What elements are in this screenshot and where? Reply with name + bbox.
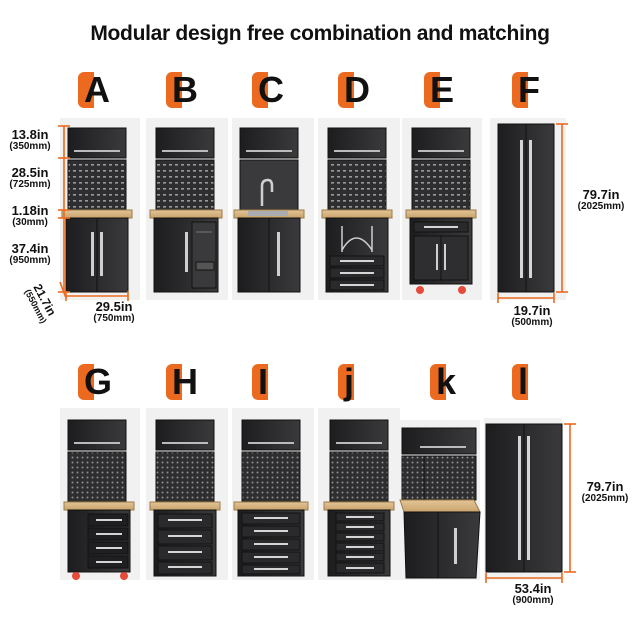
dim-value: 28.5in (11, 165, 49, 180)
option-label: H (172, 361, 198, 402)
cabinet-g (63, 419, 135, 580)
dim-width: 29.5in (750mm) (84, 300, 144, 324)
dim-value-mm: (950mm) (9, 254, 51, 266)
dim-value-mm: (725mm) (9, 178, 51, 190)
option-label: G (84, 361, 113, 402)
cabinet-d (321, 127, 393, 293)
dim-value-mm: (350mm) (9, 140, 51, 152)
dim-f-width: 19.7in (500mm) (500, 304, 564, 328)
dim-value-mm: (900mm) (512, 594, 554, 606)
dim-f-height: 79.7in (2025mm) (566, 188, 636, 212)
dim-value: 79.7in (586, 479, 624, 494)
dim-base: 37.4in (950mm) (2, 242, 58, 266)
cabinet-j (323, 419, 395, 577)
option-label: F (518, 69, 540, 110)
cabinet-e (405, 127, 477, 294)
dim-l-height: 79.7in (2025mm) (572, 480, 638, 504)
dim-value: 1.18in (11, 203, 49, 218)
option-label: E (430, 69, 455, 110)
dim-value: 53.4in (514, 581, 552, 596)
option-label: I (258, 361, 269, 402)
dim-value: 29.5in (95, 299, 133, 314)
cabinet-h (149, 419, 221, 577)
dim-value: 13.8in (11, 127, 49, 142)
dim-value: 37.4in (11, 241, 49, 256)
option-label: B (172, 69, 198, 110)
dim-value: 19.7in (513, 303, 551, 318)
dim-pegboard: 28.5in (725mm) (2, 166, 58, 190)
dim-top-cabinet: 13.8in (350mm) (2, 128, 58, 152)
dim-l-width: 53.4in (900mm) (500, 582, 566, 606)
dim-value-mm: (750mm) (93, 312, 135, 324)
option-label: j (344, 361, 355, 402)
dim-value-mm: (500mm) (511, 316, 553, 328)
dimension-lines (58, 123, 576, 583)
dim-value-mm: (2025mm) (581, 492, 629, 504)
dim-worktop: 1.18in (30mm) (2, 204, 58, 228)
cabinet-c (233, 127, 305, 293)
option-label: D (344, 69, 370, 110)
dim-value-mm: (30mm) (12, 216, 48, 228)
cabinet-l (485, 423, 563, 573)
option-label: A (84, 69, 110, 110)
dim-value-mm: (2025mm) (577, 200, 625, 212)
cabinet-k (399, 427, 481, 579)
cabinet-b (149, 127, 223, 293)
page-title: Modular design free combination and matc… (90, 22, 550, 45)
cabinet-a (61, 127, 133, 293)
dim-value: 79.7in (582, 187, 620, 202)
cabinet-f (497, 123, 555, 293)
option-label: k (436, 361, 457, 402)
option-label: l (518, 361, 529, 402)
option-label: C (258, 69, 284, 110)
cabinet-i (233, 419, 309, 577)
